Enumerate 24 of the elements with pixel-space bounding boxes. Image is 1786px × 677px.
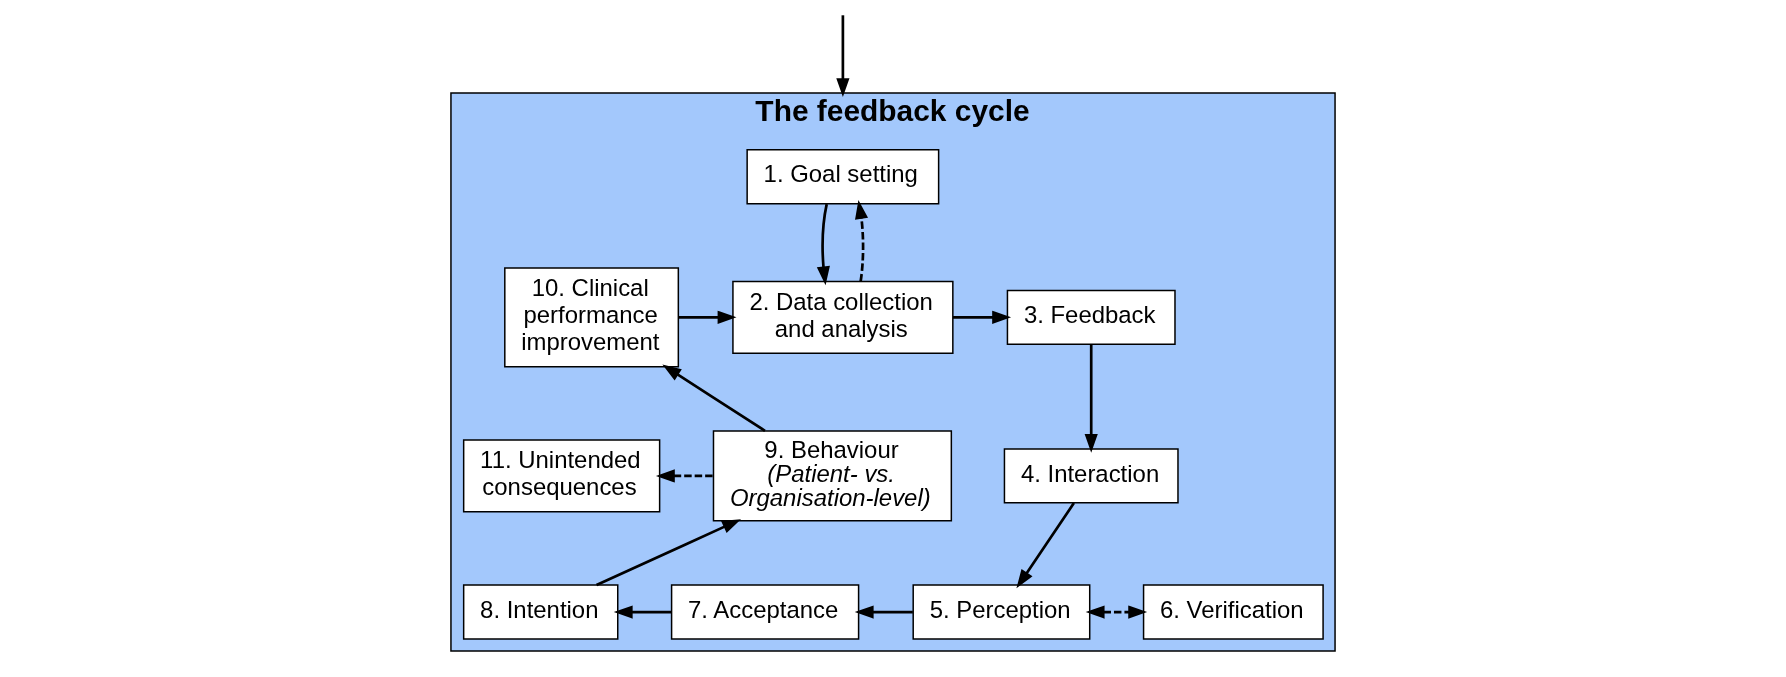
node-box: 10. Clinical performance improvement [504, 267, 680, 368]
arrow [854, 605, 913, 619]
arrow [596, 519, 741, 587]
node-box: 4. Interaction [1003, 448, 1179, 504]
node-box: 11. Unintended consequences [462, 439, 661, 513]
node-box: 1. Goal setting [746, 149, 940, 205]
arrow [1084, 344, 1098, 453]
arrow [662, 364, 766, 432]
arrow [1016, 502, 1075, 589]
node-box: 9. Behaviour (Patient- vs. Organisation-level) [712, 430, 953, 522]
node-box: 2. Data collection and analysis [732, 280, 954, 354]
arrow [855, 200, 869, 282]
arrow [816, 203, 830, 286]
node-box: 6. Verification [1142, 584, 1324, 640]
arrow [836, 15, 850, 98]
node-box: 5. Perception [912, 584, 1091, 640]
arrow [613, 605, 672, 619]
arrow [1085, 605, 1148, 619]
node-box: 3. Feedback [1006, 289, 1176, 345]
arrow [953, 310, 1012, 324]
node-box: 8. Intention [462, 584, 619, 640]
node-box: 7. Acceptance [670, 584, 860, 640]
arrow [655, 469, 714, 483]
arrow [678, 310, 737, 324]
